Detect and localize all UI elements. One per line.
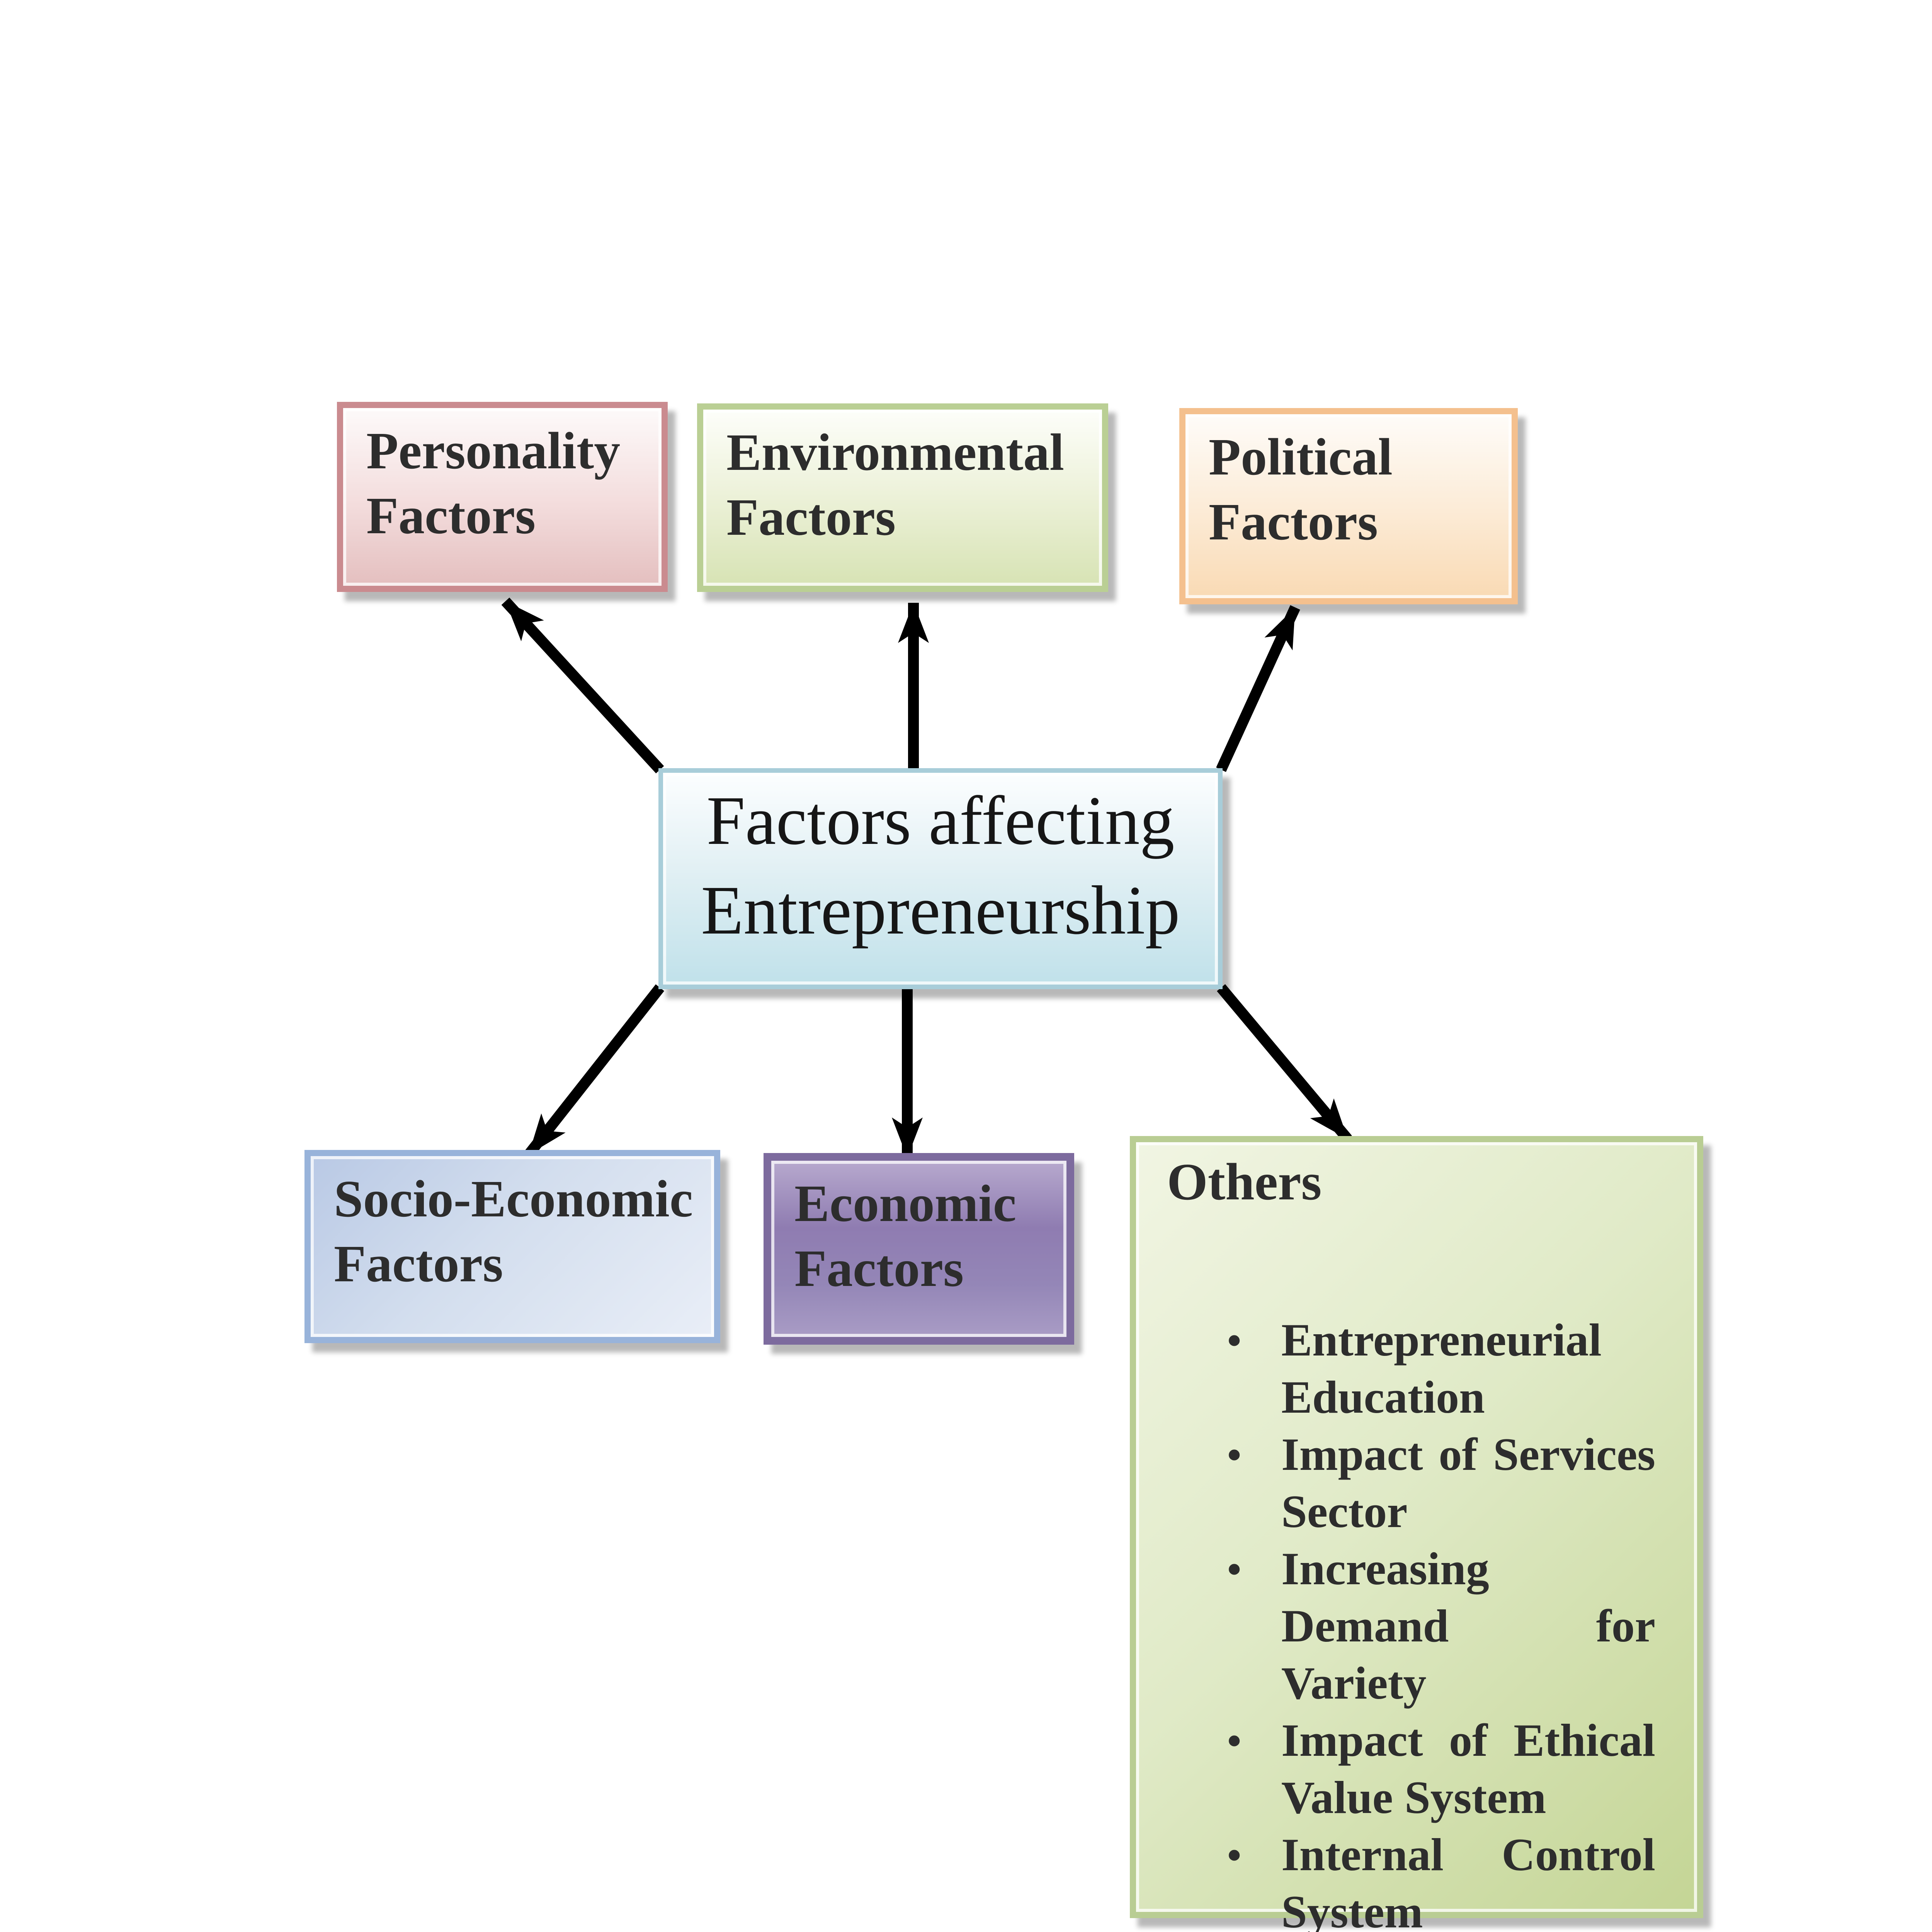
node-political-factors: Political Factors <box>1179 408 1518 604</box>
others-title: Others <box>1167 1155 1322 1212</box>
bullet-increasing-demand-for-variety: Increasing Demand for Variety <box>1227 1541 1655 1713</box>
node-label-line1: Environmental <box>726 425 1065 482</box>
node-personality-factors: Personality Factors <box>337 402 668 592</box>
node-label-line2: Factors <box>334 1236 503 1294</box>
node-environmental-factors: Environmental Factors <box>697 403 1108 592</box>
node-socio-economic-factors: Socio-Economic Factors <box>304 1150 720 1343</box>
node-label-line2: Factors <box>366 488 536 546</box>
bullet-internal-control-system: Internal Control System <box>1227 1827 1655 1932</box>
node-label-line1: Socio-Economic <box>334 1172 693 1229</box>
node-economic-factors: Economic Factors <box>764 1153 1074 1345</box>
center-label-line2: Entrepreneurship <box>701 872 1180 949</box>
arrow-center-to-socio-economic <box>524 984 665 1158</box>
node-label-line1: Economic <box>794 1176 1017 1233</box>
arrow-center-to-personality <box>501 597 664 774</box>
arrow-center-to-political <box>1216 605 1300 772</box>
node-label-line2: Factors <box>794 1241 964 1298</box>
node-label-line2: Factors <box>726 490 896 547</box>
node-others: Others Entrepreneurial Education Impact … <box>1130 1136 1703 1932</box>
bullet-entrepreneurial-education: Entrepreneurial Education <box>1227 1312 1655 1427</box>
bullet-impact-of-services-sector: Impact of Services Sector <box>1227 1427 1655 1541</box>
node-label-line2: Factors <box>1209 495 1378 552</box>
center-label-line1: Factors affecting <box>706 782 1175 859</box>
node-factors-affecting-entrepreneurship: Factors affecting Entrepreneurship <box>658 768 1223 989</box>
arrow-center-to-others <box>1217 984 1352 1143</box>
others-bullet-list: Entrepreneurial Education Impact of Serv… <box>1136 1312 1697 1932</box>
node-label-line1: Personality <box>366 423 621 481</box>
bullet-impact-of-ethical-value-system: Impact of Ethical Value System <box>1227 1713 1655 1827</box>
node-label-line1: Political <box>1209 430 1393 487</box>
